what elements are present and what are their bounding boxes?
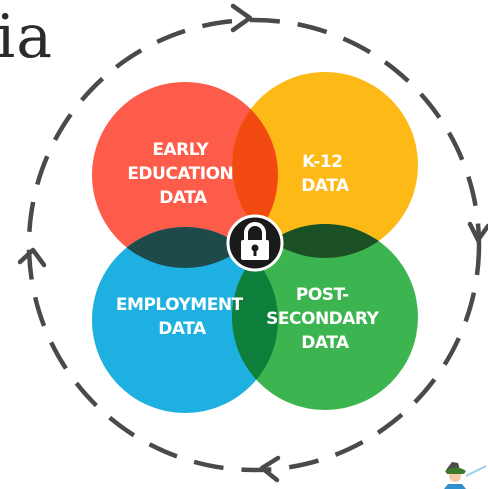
postsecondary-label: POST- SECONDARY DATA: [266, 285, 384, 353]
early-line-1: EARLY: [152, 140, 209, 160]
mascot-figure-icon: [444, 462, 487, 489]
employment-label: EMPLOYMENT DATA: [116, 295, 248, 339]
title-fragment: ia: [0, 2, 53, 72]
padlock-icon: [226, 214, 284, 272]
k12-line-2: DATA: [301, 176, 350, 196]
postsecondary-line-3: DATA: [301, 333, 350, 353]
early-line-3: DATA: [159, 188, 208, 208]
postsecondary-circle: [232, 224, 418, 410]
early-line-2: EDUCATION: [127, 164, 233, 184]
postsecondary-line-2: SECONDARY: [266, 309, 379, 329]
k12-line-1: K-12: [302, 152, 342, 172]
arrowhead-top-icon: [230, 3, 253, 33]
k12-circle: [232, 72, 418, 258]
arrowhead-left-icon: [17, 247, 47, 268]
cycle-ring: [26, 17, 482, 473]
early-education-circle: [92, 82, 278, 268]
postsecondary-line-1: POST-: [296, 285, 349, 305]
arrowhead-bottom-icon: [259, 455, 281, 483]
arrowhead-right-icon: [467, 221, 488, 243]
employment-line-1: EMPLOYMENT: [116, 295, 244, 315]
early-education-label: EARLY EDUCATION DATA: [127, 140, 238, 208]
employment-line-2: DATA: [158, 319, 207, 339]
employment-circle: [92, 227, 278, 413]
k12-label: K-12 DATA: [301, 152, 350, 196]
